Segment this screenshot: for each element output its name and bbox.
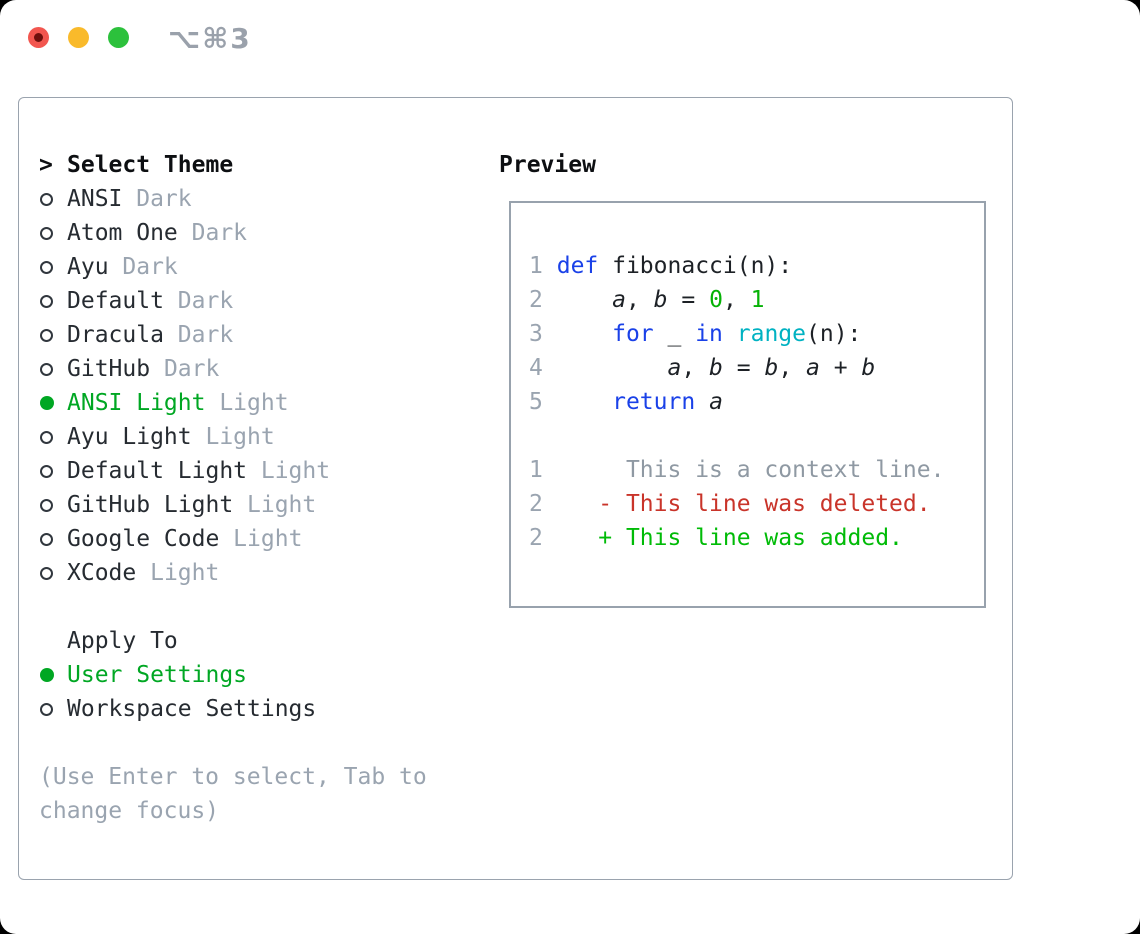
option-label: User Settings — [67, 662, 248, 688]
theme-option[interactable]: Default Dark — [39, 284, 427, 318]
theme-option[interactable]: Google Code Light — [39, 522, 427, 556]
hint-text: (Use Enter to select, Tab to change focus… — [39, 760, 427, 828]
code-line: 2 - This line was deleted. — [529, 491, 931, 517]
apply-to-option[interactable]: User Settings — [39, 658, 427, 692]
option-variant: Light — [136, 560, 220, 586]
radio-icon — [39, 216, 67, 250]
radio-icon — [39, 182, 67, 216]
code-preview: 1 def fibonacci(n): 2 a, b = 0, 1 3 for _ … — [511, 203, 984, 555]
apply-to-option[interactable]: Workspace Settings — [39, 692, 427, 726]
code-line — [529, 419, 984, 453]
theme-option[interactable]: Default Light Light — [39, 454, 427, 488]
theme-option[interactable]: GitHub Light Light — [39, 488, 427, 522]
theme-option[interactable]: Ayu Dark — [39, 250, 427, 284]
option-label: GitHub Light — [67, 492, 234, 518]
radio-icon — [39, 488, 67, 522]
titlebar: ⌥⌘3 — [0, 0, 1140, 97]
option-label: Dracula — [67, 322, 164, 348]
option-label: GitHub — [67, 356, 151, 382]
option-label: ANSI — [67, 186, 123, 212]
select-theme-title: Select Theme — [67, 152, 234, 178]
code-line: 2 a, b = 0, 1 — [529, 287, 765, 313]
select-theme-header: > Select Theme — [39, 148, 427, 182]
close-button[interactable] — [28, 27, 49, 48]
radio-icon — [39, 318, 67, 352]
code-line: 3 for _ in range(n): — [529, 321, 862, 347]
spacer — [39, 590, 427, 624]
maximize-button[interactable] — [108, 27, 129, 48]
code-line: 1 This is a context line. — [529, 457, 945, 483]
radio-icon — [39, 284, 67, 318]
option-variant: Light — [191, 424, 275, 450]
preview-box: 1 def fibonacci(n): 2 a, b = 0, 1 3 for _ … — [509, 201, 986, 608]
option-label: Atom One — [67, 220, 178, 246]
radio-selected-icon — [39, 658, 67, 692]
theme-option[interactable]: GitHub Dark — [39, 352, 427, 386]
code-line: 2 + This line was added. — [529, 525, 903, 551]
option-label: Workspace Settings — [67, 696, 317, 722]
option-label: Default — [67, 288, 164, 314]
option-variant: Dark — [150, 356, 220, 382]
code-line: 4 a, b = b, a + b — [529, 355, 876, 381]
option-label: Ayu — [67, 254, 109, 280]
theme-option[interactable]: XCode Light — [39, 556, 427, 590]
code-line: 5 return a — [529, 389, 723, 415]
option-label: Default Light — [67, 458, 248, 484]
option-variant: Light — [233, 492, 317, 518]
option-label: Google Code — [67, 526, 220, 552]
radio-icon — [39, 352, 67, 386]
theme-option[interactable]: ANSI Dark — [39, 182, 427, 216]
option-label: Ayu Light — [67, 424, 192, 450]
option-label: ANSI Light — [67, 390, 206, 416]
theme-option[interactable]: ANSI Light Light — [39, 386, 427, 420]
option-variant: Dark — [163, 322, 234, 348]
radio-icon — [39, 556, 67, 590]
option-variant: Light — [219, 526, 303, 552]
radio-icon — [39, 420, 67, 454]
unsaved-dot-icon — [34, 33, 43, 42]
radio-selected-icon — [39, 386, 67, 420]
option-variant: Light — [205, 390, 289, 416]
radio-icon — [39, 454, 67, 488]
option-variant: Dark — [122, 186, 192, 212]
focus-arrow-icon: > — [39, 152, 53, 178]
option-variant: Dark — [108, 254, 178, 280]
option-label: XCode — [67, 560, 137, 586]
preview-title: Preview — [499, 152, 596, 178]
indent — [39, 624, 67, 658]
code-line: 1 def fibonacci(n): — [529, 253, 793, 279]
radio-icon — [39, 250, 67, 284]
apply-to-title: Apply To — [67, 628, 178, 654]
theme-option[interactable]: Dracula Dark — [39, 318, 427, 352]
apply-to-header: Apply To — [39, 624, 427, 658]
theme-option[interactable]: Ayu Light Light — [39, 420, 427, 454]
spacer — [39, 726, 427, 760]
hint-line: (Use Enter to select, Tab to — [39, 764, 427, 790]
hint-line: change focus) — [39, 798, 220, 824]
option-variant: Dark — [163, 288, 234, 314]
option-variant: Light — [247, 458, 331, 484]
theme-option[interactable]: Atom One Dark — [39, 216, 427, 250]
radio-icon — [39, 692, 67, 726]
minimize-button[interactable] — [68, 27, 89, 48]
window-title: ⌥⌘3 — [168, 22, 252, 55]
option-variant: Dark — [177, 220, 248, 246]
radio-icon — [39, 522, 67, 556]
